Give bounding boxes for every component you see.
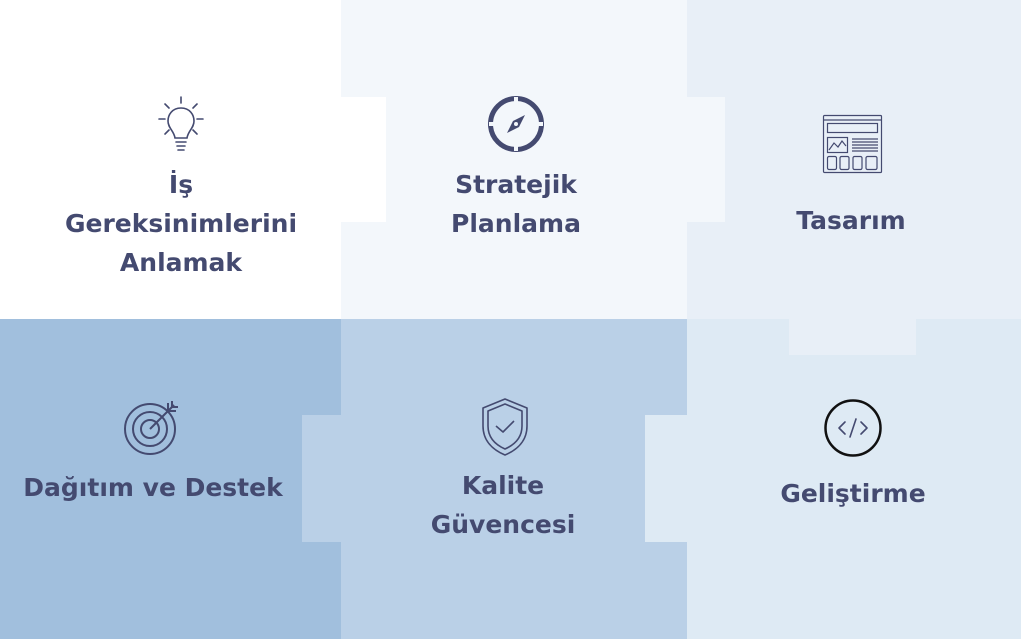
- target-icon: [124, 401, 178, 455]
- connector-5-4: [302, 415, 341, 542]
- tile-strategic-planning: [341, 0, 687, 319]
- compass-icon: [488, 96, 544, 152]
- connector-3-6: [789, 319, 916, 355]
- tile-quality-assurance: [341, 319, 687, 639]
- step-label-deployment-support: Dağıtım ve Destek: [23, 473, 283, 502]
- code-icon: [824, 399, 882, 457]
- tile-business-requirements: [0, 0, 341, 319]
- step-label-design: Tasarım: [796, 206, 906, 235]
- step-label-development: Geliştirme: [780, 479, 926, 508]
- lightbulb-icon: [158, 96, 204, 151]
- connector-2-3: [687, 97, 725, 222]
- connector-1-2: [305, 97, 386, 222]
- step-label-quality-assurance: Kalite Güvencesi: [430, 471, 576, 539]
- shield-check-icon: [482, 398, 528, 456]
- step-label-business-requirements: İş Gereksinimlerini Anlamak: [64, 170, 298, 277]
- step-label-strategic-planning: Stratejik Planlama: [451, 170, 581, 238]
- tile-deployment-support: [0, 319, 341, 639]
- connector-6-5: [645, 415, 687, 542]
- tile-design: [687, 0, 1021, 319]
- tile-development: [687, 319, 1021, 639]
- wireframe-icon: [822, 114, 883, 174]
